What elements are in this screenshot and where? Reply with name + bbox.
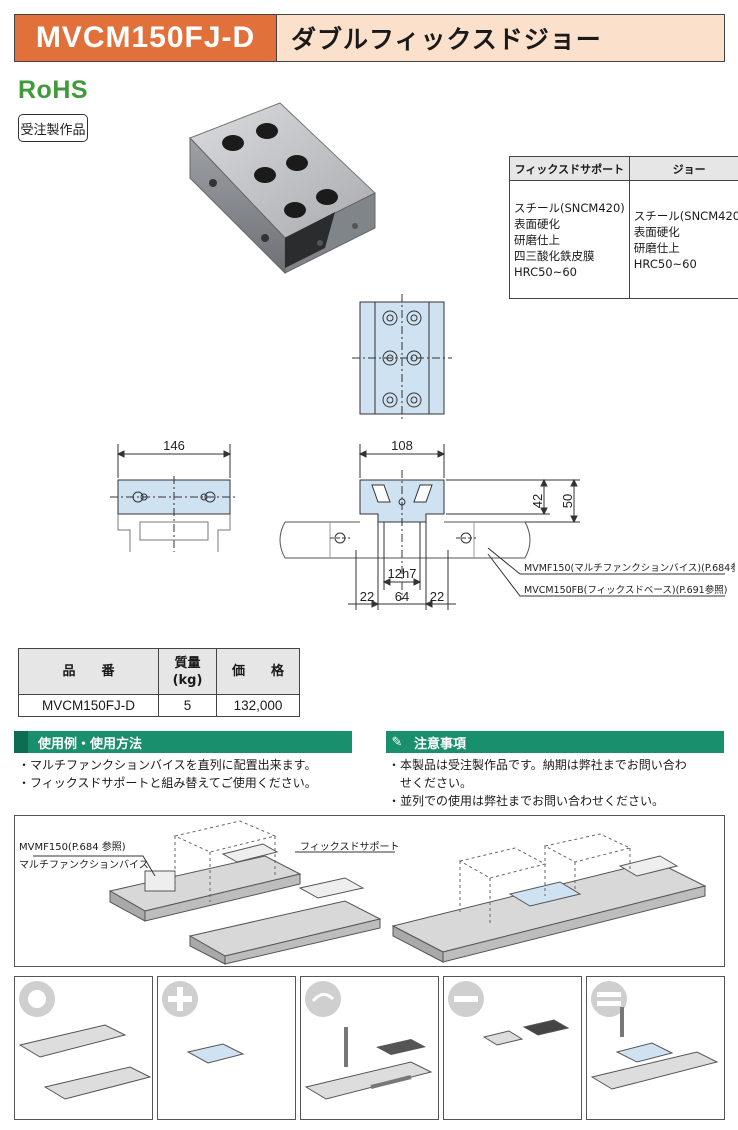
material-line: スチール(SNCM420): [514, 200, 625, 215]
technical-drawing: 146 108 42 50 12h7 22 64 22 MVMF150(マルチフ…: [110, 294, 735, 610]
material-line: 表面硬化: [514, 216, 560, 231]
caution-section-header: ✎ 注意事項: [386, 731, 724, 753]
step-panel-2: [157, 976, 296, 1120]
usage-line: ・フィックスドサポートと組み替えてご使用ください。: [18, 776, 317, 790]
rohs-logo: RoHS: [18, 76, 89, 104]
caution-line: せください。: [388, 776, 473, 790]
price-cell: 132,000: [216, 694, 300, 717]
pencil-icon: ✎: [391, 734, 403, 750]
usage-section-header: 使用例・使用方法: [14, 731, 352, 753]
dimension-50: 50: [560, 494, 575, 508]
made-to-order-badge: 受注製作品: [18, 114, 88, 142]
step-panel-3: [300, 976, 439, 1120]
price-table: 品 番 質量 (kg) 価 格 MVCM150FJ-D 5 132,000: [18, 648, 300, 717]
vise-label: マルチファンクションバイス: [19, 860, 149, 871]
dimension-108: 108: [391, 438, 413, 453]
usage-illustration-panel: MVMF150(P.684 参照) マルチファンクションバイス フィックスドサポ…: [14, 815, 725, 967]
caution-title: 注意事項: [414, 736, 467, 752]
material-line: スチール(SNCM420): [633, 208, 738, 223]
vise-illustration: [33, 820, 707, 965]
material-table: フィックスドサポート ジョー スチール(SNCM420) 表面硬化 研磨仕上 四…: [509, 156, 738, 299]
step-panel-4: [443, 976, 582, 1120]
product-name: ダブルフィックスドジョー: [277, 15, 724, 61]
material-line: HRC50~60: [514, 264, 577, 279]
material-header-jaw: ジョー: [628, 156, 738, 181]
usage-notes: ・マルチファンクションバイスを直列に配置出来ます。 ・フィックスドサポートと組み…: [18, 756, 317, 792]
dimension-146: 146: [163, 438, 185, 453]
material-support-cell: スチール(SNCM420) 表面硬化 研磨仕上 四三酸化鉄皮膜 HRC50~60: [509, 180, 630, 299]
dimension-64: 64: [395, 589, 409, 604]
section-marker: [14, 731, 28, 753]
dimension-22-right: 22: [430, 589, 444, 604]
material-line: 研磨仕上: [633, 240, 680, 255]
rotate-icon: [305, 981, 341, 1017]
vise-ref-label: MVMF150(P.684 参照): [19, 842, 126, 853]
caution-line: ・並列での使用は弊社までお問い合わせください。: [388, 794, 665, 808]
reference-vise: MVMF150(マルチファンクションバイス)(P.684参照): [524, 562, 735, 574]
page-header: MVCM150FJ-D ダブルフィックスドジョー: [14, 14, 725, 62]
material-line: HRC50~60: [633, 256, 697, 271]
usage-line: ・マルチファンクションバイスを直列に配置出来ます。: [18, 758, 317, 772]
step-panels: [14, 976, 725, 1120]
material-jaw-cell: スチール(SNCM420) 表面硬化 研磨仕上 HRC50~60: [628, 180, 738, 299]
part-number-cell: MVCM150FJ-D: [18, 694, 159, 717]
step-panel-1: [14, 976, 153, 1120]
reference-base: MVCM150FB(フィックスドベース)(P.691参照): [524, 584, 727, 596]
support-label: フィックスドサポート: [300, 842, 400, 853]
material-header-support: フィックスドサポート: [509, 156, 630, 181]
dimension-22-left: 22: [360, 589, 374, 604]
mount-holes: [382, 310, 422, 408]
dimension-12h7: 12h7: [388, 566, 417, 581]
header-mass: 質量 (kg): [158, 648, 217, 695]
header-part-number: 品 番: [18, 648, 159, 695]
equals-icon: [591, 981, 627, 1017]
table-row: MVCM150FJ-D 5 132,000: [18, 694, 300, 717]
step-panel-5: [586, 976, 725, 1120]
usage-title: 使用例・使用方法: [38, 736, 143, 752]
mass-cell: 5: [158, 694, 217, 717]
dimension-42: 42: [530, 494, 545, 508]
material-line: 表面硬化: [633, 224, 680, 239]
material-line: 四三酸化鉄皮膜: [514, 248, 595, 263]
product-photo: [189, 102, 376, 275]
material-line: 研磨仕上: [514, 232, 560, 247]
caution-notes: ・本製品は受注製作品です。納期は弊社までお問い合わ せください。 ・並列での使用…: [388, 756, 687, 810]
caution-line: ・本製品は受注製作品です。納期は弊社までお問い合わ: [388, 758, 687, 772]
header-price: 価 格: [216, 648, 300, 695]
model-number: MVCM150FJ-D: [15, 15, 277, 61]
